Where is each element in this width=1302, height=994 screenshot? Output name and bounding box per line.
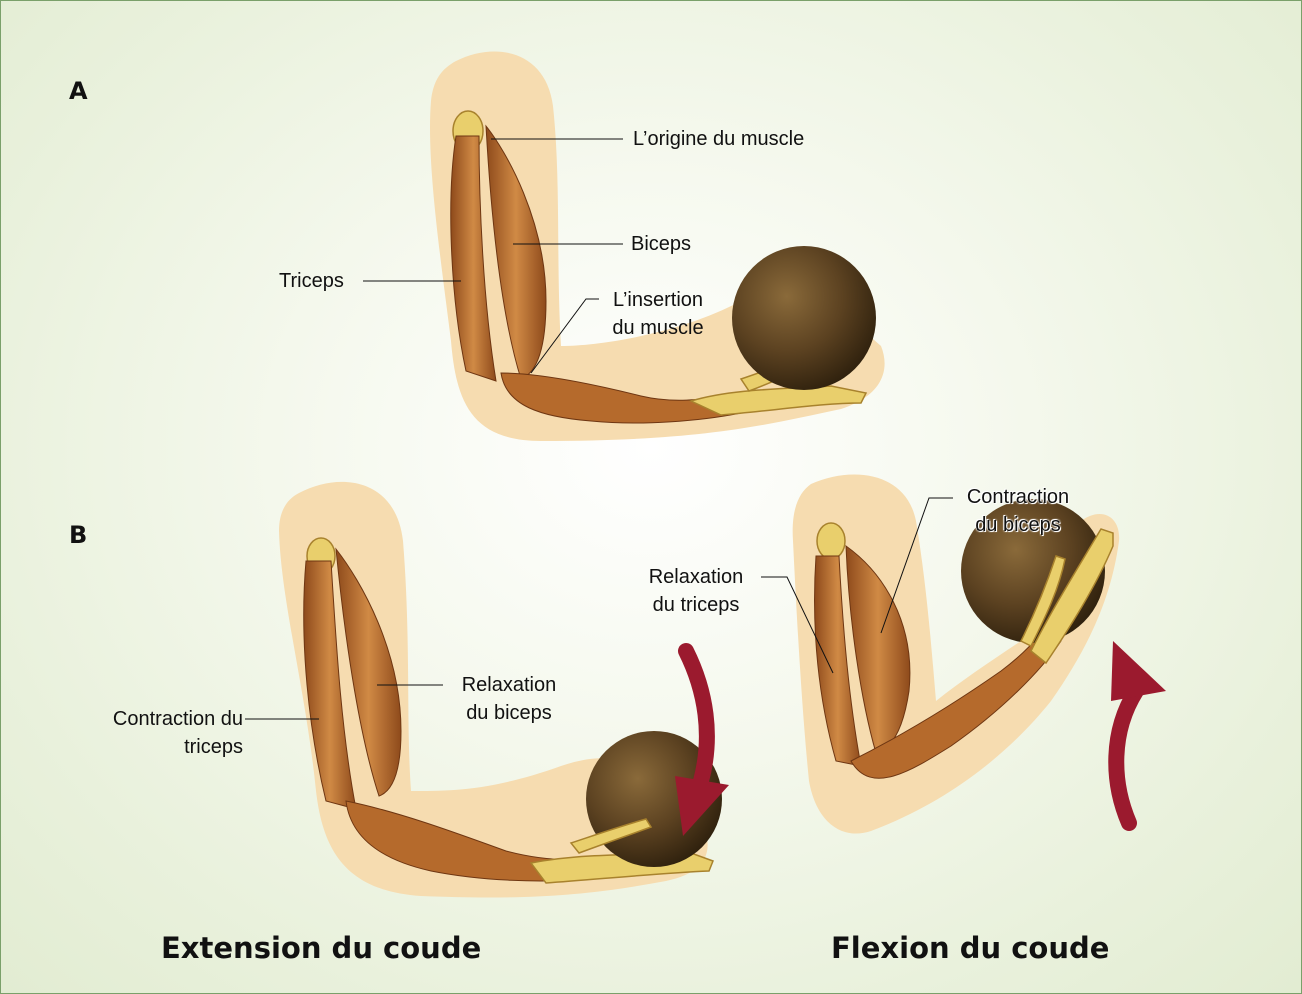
- label-triceps-contraction: Contraction du triceps: [85, 705, 243, 761]
- label-contract-triceps-line2: triceps: [85, 733, 243, 761]
- label-triceps-relaxation: Relaxation du triceps: [636, 563, 756, 619]
- label-biceps: Biceps: [631, 230, 691, 258]
- caption-elbow-extension: Extension du coude: [161, 931, 481, 965]
- label-contract-triceps-line1: Contraction du: [85, 705, 243, 733]
- label-triceps: Triceps: [279, 267, 344, 295]
- label-relax-biceps-line2: du biceps: [449, 699, 569, 727]
- panel-a-letter: A: [69, 77, 88, 105]
- label-relax-triceps-line2: du triceps: [636, 591, 756, 619]
- label-contract-biceps-line1: Contraction: [953, 483, 1083, 511]
- arm-a-ball: [732, 246, 876, 390]
- label-biceps-relaxation: Relaxation du biceps: [449, 671, 569, 727]
- caption-elbow-flexion: Flexion du coude: [831, 931, 1109, 965]
- flexion-arrow: [1111, 641, 1166, 823]
- panel-b-letter: B: [69, 521, 87, 549]
- label-biceps-contraction: Contraction du biceps: [953, 483, 1083, 539]
- label-insertion-line1: L’insertion: [603, 286, 713, 314]
- label-insertion-line2: du muscle: [603, 314, 713, 342]
- label-relax-triceps-line1: Relaxation: [636, 563, 756, 591]
- arm-b-flex-humerus-head: [817, 523, 845, 559]
- label-relax-biceps-line1: Relaxation: [449, 671, 569, 699]
- label-muscle-origin: L’origine du muscle: [633, 125, 804, 153]
- label-muscle-insertion: L’insertion du muscle: [603, 286, 713, 342]
- label-contract-biceps-line2: du biceps: [953, 511, 1083, 539]
